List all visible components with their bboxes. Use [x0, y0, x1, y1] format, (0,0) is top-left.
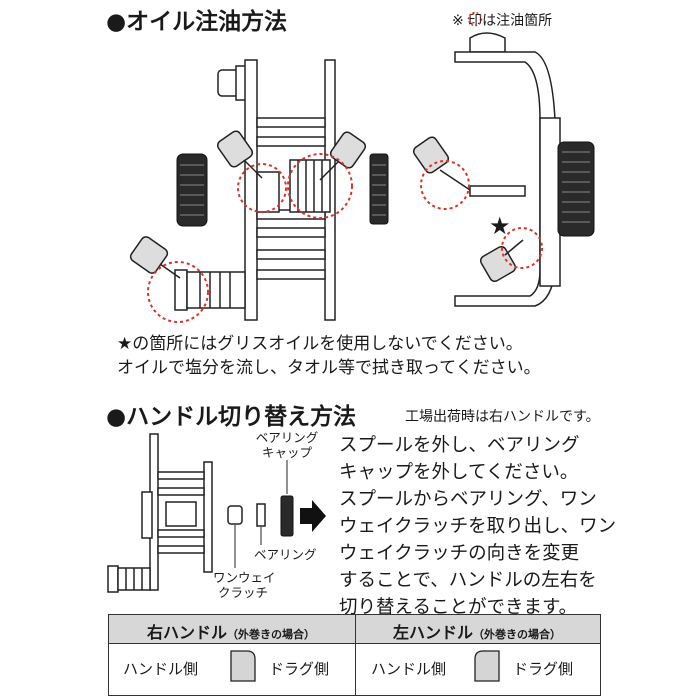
handle-section-title: ●ハンドル切り替え方法 [106, 404, 357, 430]
left-handle-header: 左ハンドル（外巻きの場合） [393, 619, 561, 643]
instruction-line: スプールを外し、ベアリング [339, 435, 580, 456]
factory-note: 工場出荷時は右ハンドルです。 [405, 409, 600, 425]
right-drag-side-label: ドラグ側 [269, 660, 330, 678]
table-header-row [109, 615, 600, 644]
right-handle-subtitle: （外巻きの場合） [227, 628, 316, 641]
right-clutch-orientation-icon [230, 650, 256, 682]
one-way-clutch-label-line-1: ワンウェイ [213, 570, 276, 585]
bearing-cap-label-line-2: キャップ [261, 445, 312, 460]
no-grease-star: ★ [489, 212, 511, 240]
one-way-clutch-label: ワンウェイ クラッチ [213, 570, 276, 600]
right-handle-side-label: ハンドル側 [123, 660, 199, 678]
instruction-line: スプールからベアリング、ワン [339, 489, 597, 510]
left-handle-title: 左ハンドル [393, 623, 474, 642]
handle-instructions: スプールを外し、ベアリング キャップを外してください。 スプールからベアリング、… [339, 432, 616, 621]
instruction-line: ウェイクラッチの向きを変更 [339, 543, 580, 564]
right-handle-header: 右ハンドル（外巻きの場合） [147, 619, 315, 643]
table-divider [355, 615, 357, 695]
left-handle-subtitle: （外巻きの場合） [473, 628, 562, 641]
instruction-line: ウェイクラッチを取り出し、ワン [339, 516, 617, 537]
oil-warning-line-1: ★の箇所にはグリスオイルを使用しないでください。 [117, 334, 523, 354]
instruction-line: 切り替えることができます。 [339, 597, 578, 618]
oil-legend-circle-icon [467, 11, 483, 27]
oil-legend-text: ※ 印は注油箇所 [452, 13, 553, 29]
bearing-cap-label: ベアリング キャップ [252, 430, 322, 460]
handle-direction-table: 右ハンドル（外巻きの場合） 左ハンドル（外巻きの場合） ハンドル側 ドラグ側 ハ… [108, 614, 601, 696]
instruction-line: することで、ハンドルの左右を [339, 570, 597, 591]
bearing-cap-label-line-1: ベアリング [255, 430, 319, 445]
bearing-label: ベアリング [254, 547, 317, 562]
instruction-line: キャップを外してください。 [339, 462, 579, 483]
one-way-clutch-label-line-2: クラッチ [217, 585, 268, 600]
right-handle-title: 右ハンドル [147, 623, 228, 642]
oil-legend: ※ 印は注油箇所 [452, 10, 552, 30]
oil-warning-line-2: オイルで塩分を流し、タオル等で拭き取ってください。 [117, 358, 541, 378]
left-handle-side-label: ハンドル側 [371, 660, 447, 678]
left-drag-side-label: ドラグ側 [513, 660, 574, 678]
left-clutch-orientation-icon [474, 650, 500, 682]
oil-section-title: ●オイル注油方法 [106, 9, 288, 35]
